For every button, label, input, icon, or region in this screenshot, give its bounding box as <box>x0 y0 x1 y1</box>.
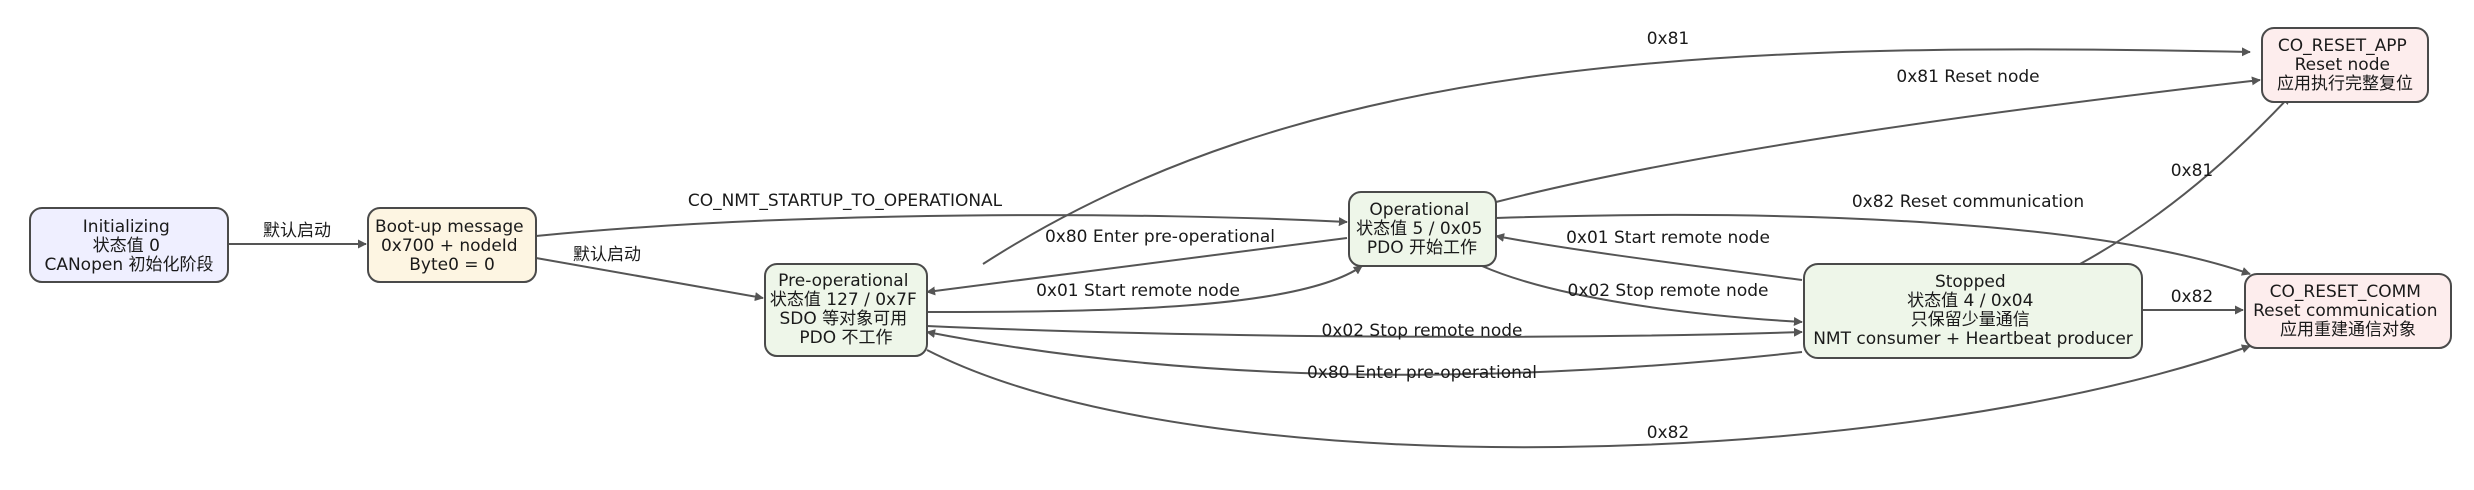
svg-text:CO_RESET_COMM Reset co: CO_RESET_COMM Reset communication 应用重建通信… <box>2253 282 2443 340</box>
node-operational: Operational 状态值 5 / 0x05 PDO 开始工作 <box>1348 191 1497 267</box>
edge-label-preop-to-reset-comm: 0x82 <box>1647 423 1690 443</box>
node-stopped: Stopped 状态值 4 / 0x04 只保留少量通信 NMT consume… <box>1803 263 2143 359</box>
edge-label-init-to-bootup: 默认启动 <box>263 221 331 241</box>
svg-text:Pre-operational 状态值 12: Pre-operational 状态值 127 / 0x7F SDO 等对象可用… <box>770 271 922 348</box>
svg-text:Initializing 状态值 0: Initializing 状态值 0 CANopen 初始化阶段 <box>44 217 213 275</box>
edges: 默认启动 默认启动 CO_NMT_STARTUP_TO_OPERATIONAL … <box>228 29 2291 449</box>
node-operational-line: PDO 开始工作 <box>1367 238 1477 258</box>
edge-label-stopped-to-operational: 0x01 Start remote node <box>1566 228 1770 248</box>
node-reset-app-line: 应用执行完整复位 <box>2277 74 2413 94</box>
svg-text:CO_RESET_APP Reset nod: CO_RESET_APP Reset node 应用执行完整复位 <box>2277 36 2413 94</box>
node-operational-box <box>1348 191 1497 267</box>
node-pre-operational: Pre-operational 状态值 127 / 0x7F SDO 等对象可用… <box>764 263 928 357</box>
edge-operational-to-reset-comm <box>1495 214 2251 276</box>
edge-bootup-to-operational <box>535 214 1348 237</box>
node-preop-line: 状态值 127 / 0x7F <box>770 290 917 310</box>
svg-text:Stopped 状态值 4 / 0x04: Stopped 状态值 4 / 0x04 只保留少量通信 NMT consume… <box>1813 272 2133 349</box>
node-reset-comm-line: 应用重建通信对象 <box>2280 320 2416 340</box>
node-initializing-box <box>29 207 229 283</box>
edge-operational-to-stopped <box>1481 265 1803 327</box>
nodes: Initializing 状态值 0 CANopen 初始化阶段 Boot-up… <box>29 27 2452 359</box>
node-co-reset-app: CO_RESET_APP Reset node 应用执行完整复位 <box>2261 27 2429 103</box>
edge-operational-to-reset-app <box>1495 76 2261 203</box>
node-preop-box <box>764 263 928 357</box>
node-reset-comm-title: CO_RESET_COMM <box>2270 282 2421 302</box>
node-stopped-line: 状态值 4 / 0x04 <box>1907 291 2033 311</box>
node-preop-title: Pre-operational <box>778 271 908 291</box>
edge-label-bootup-to-preop: 默认启动 <box>573 245 641 265</box>
node-preop-line: SDO 等对象可用 <box>779 309 907 329</box>
edge-operational-to-preop <box>926 237 1348 296</box>
edge-label-stopped-to-reset-app: 0x81 <box>2171 161 2214 181</box>
node-bootup-box <box>367 207 537 283</box>
node-operational-title: Operational <box>1369 200 1469 220</box>
edge-preop-to-reset-app <box>982 47 2251 265</box>
node-initializing-line: 状态值 0 <box>93 236 160 256</box>
edge-label-stopped-to-reset-comm: 0x82 <box>2171 287 2214 307</box>
node-stopped-line: 只保留少量通信 <box>1911 310 2030 330</box>
node-reset-comm-line: Reset communication <box>2253 301 2437 321</box>
node-initializing-title: Initializing <box>83 217 170 237</box>
node-initializing: Initializing 状态值 0 CANopen 初始化阶段 <box>29 207 229 283</box>
node-co-reset-comm: CO_RESET_COMM Reset communication 应用重建通信… <box>2244 273 2452 349</box>
edge-stopped-to-operational <box>1495 233 1803 281</box>
node-reset-app-title: CO_RESET_APP <box>2278 36 2407 56</box>
node-stopped-box <box>1803 263 2143 359</box>
node-preop-line: PDO 不工作 <box>799 328 892 348</box>
edge-bootup-to-preop <box>535 257 764 302</box>
node-operational-line: 状态值 5 / 0x05 <box>1356 219 1482 239</box>
edge-label-operational-to-preop: 0x80 Enter pre-operational <box>1045 227 1275 247</box>
edge-label-operational-to-reset-comm: 0x82 Reset communication <box>1852 192 2084 212</box>
svg-text:Operational 状态值 5 / 0x: Operational 状态值 5 / 0x05 PDO 开始工作 <box>1356 200 1488 258</box>
edge-label-preop-to-operational: 0x01 Start remote node <box>1036 281 1240 301</box>
node-bootup-line: 0x700 + nodeId <box>381 236 518 256</box>
edge-label-stopped-to-preop: 0x80 Enter pre-operational <box>1307 363 1537 383</box>
node-bootup-message: Boot-up message 0x700 + nodeId Byte0 = 0 <box>367 207 537 283</box>
edge-label-operational-to-stopped: 0x02 Stop remote node <box>1568 281 1769 301</box>
edge-label-operational-to-reset-app: 0x81 Reset node <box>1896 67 2039 87</box>
edge-stopped-to-reset-app <box>2079 95 2291 265</box>
node-reset-comm-box <box>2244 273 2452 349</box>
node-stopped-title: Stopped <box>1935 272 2006 292</box>
node-stopped-line: NMT consumer + Heartbeat producer <box>1813 329 2133 349</box>
node-bootup-title: Boot-up message <box>375 217 524 237</box>
edge-preop-to-stopped <box>926 325 1803 338</box>
svg-text:Boot-up message 0x700: Boot-up message 0x700 + nodeId Byte0 = 0 <box>375 217 529 275</box>
node-initializing-line: CANopen 初始化阶段 <box>44 255 213 275</box>
node-reset-app-line: Reset node <box>2295 55 2390 75</box>
edge-label-preop-to-reset-app: 0x81 <box>1647 29 1690 49</box>
edge-label-bootup-to-operational: CO_NMT_STARTUP_TO_OPERATIONAL <box>688 191 1003 211</box>
node-bootup-line: Byte0 = 0 <box>409 255 495 275</box>
edge-label-preop-to-stopped: 0x02 Stop remote node <box>1322 321 1523 341</box>
edge-stopped-to-preop <box>926 329 1803 376</box>
edge-preop-to-operational <box>926 265 1363 313</box>
node-reset-app-box <box>2261 27 2429 103</box>
edge-preop-to-reset-comm <box>926 344 2251 449</box>
